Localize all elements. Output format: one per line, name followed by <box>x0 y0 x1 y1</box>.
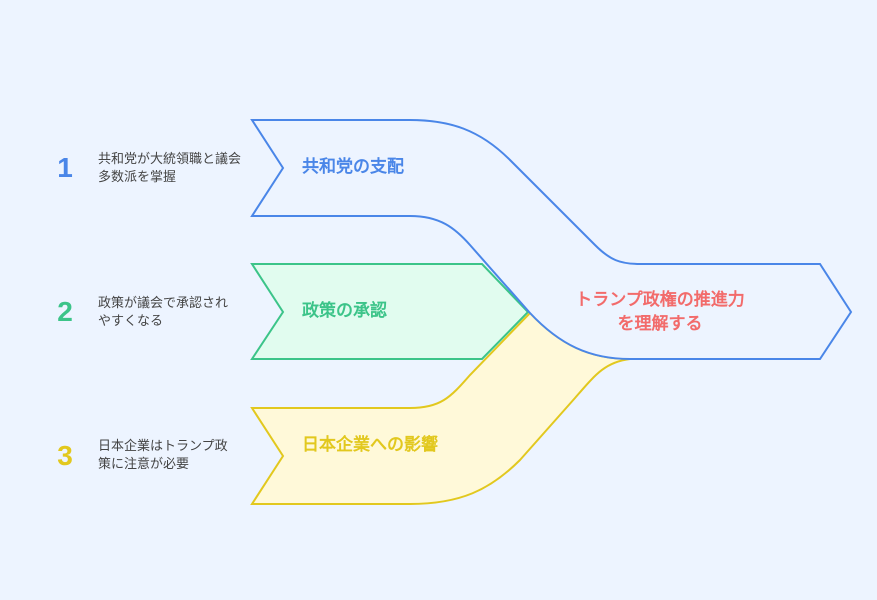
blue-arrow-shape <box>250 119 853 360</box>
step-label-2: 政策の承認 <box>302 301 387 321</box>
step-number-2: 2 <box>57 296 73 327</box>
green-arrow-shape <box>250 263 530 360</box>
outcome-label: トランプ政権の推進力を理解する <box>575 290 745 334</box>
step-number-1: 1 <box>57 152 73 183</box>
step-label-1: 共和党の支配 <box>302 157 404 177</box>
step-label-3: 日本企業への影響 <box>302 435 438 455</box>
step-description-2: 政策が議会で承認されやすくなる <box>98 296 229 329</box>
step-description-3: 日本企業はトランプ政策に注意が必要 <box>98 439 228 472</box>
step-description-1: 共和党が大統領職と議会多数派を掌握 <box>98 152 242 185</box>
step-number-3: 3 <box>57 440 73 471</box>
